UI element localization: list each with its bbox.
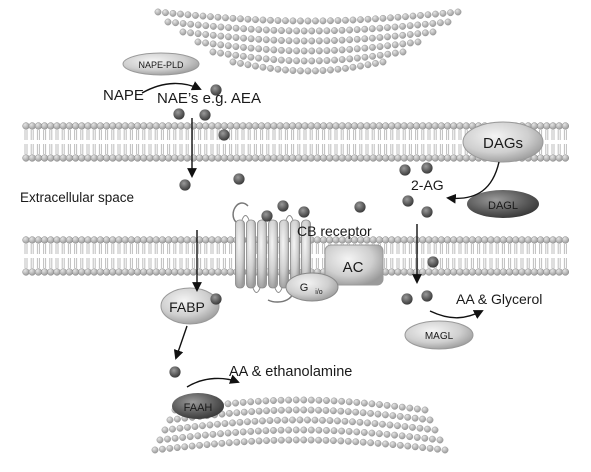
faah-enzyme: FAAH	[172, 393, 224, 419]
molecule	[179, 179, 191, 191]
extracellular-space-label: Extracellular space	[20, 190, 134, 205]
dags-label: DAGs	[483, 135, 523, 152]
molecule	[199, 109, 211, 121]
g-io-protein: G i/o	[285, 272, 339, 302]
arrows	[141, 81, 500, 388]
arrow-to-aa-ethanolamine	[186, 374, 240, 388]
dagl-label: DAGL	[488, 200, 518, 212]
dagl-enzyme: DAGL	[467, 190, 539, 218]
top-er-membrane	[154, 8, 462, 75]
fabp-enzyme: FABP	[160, 287, 220, 325]
molecules	[169, 84, 439, 378]
molecule	[298, 206, 310, 218]
dags-enzyme: DAGs	[462, 121, 544, 163]
aa-ethanolamine-label: AA & ethanolamine	[229, 364, 352, 380]
molecule	[233, 173, 245, 185]
arrow-to-aa-glycerol	[429, 310, 484, 319]
molecule	[173, 108, 185, 120]
molecule	[421, 290, 433, 302]
molecule	[427, 256, 439, 268]
cb-receptor-label: CB receptor	[297, 223, 372, 239]
g-io-subscript: i/o	[315, 289, 323, 296]
molecule	[210, 293, 222, 305]
magl-enzyme: MAGL	[404, 320, 474, 350]
faah-label: FAAH	[184, 402, 213, 414]
molecule	[354, 201, 366, 213]
nae-label: NAE’s e.g. AEA	[157, 90, 261, 107]
upper-membrane-bilayer	[22, 122, 570, 162]
two-ag-label: 2-AG	[411, 177, 444, 193]
ac-enzyme: AC	[324, 244, 384, 286]
arrow-dags-to-2ag	[446, 161, 500, 204]
molecule	[261, 210, 273, 222]
molecule	[169, 366, 181, 378]
magl-label: MAGL	[425, 331, 454, 342]
aa-glycerol-label: AA & Glycerol	[456, 291, 542, 307]
molecule	[218, 129, 230, 141]
nape-pld-label: NAPE-PLD	[138, 60, 184, 70]
molecule	[401, 293, 413, 305]
nape-pld-enzyme: NAPE-PLD	[122, 52, 200, 76]
molecule	[399, 164, 411, 176]
molecule	[210, 84, 222, 96]
nape-label: NAPE	[103, 87, 144, 104]
g-io-label: G	[300, 282, 309, 294]
fabp-label: FABP	[169, 299, 205, 315]
ac-label: AC	[343, 259, 364, 276]
molecule	[421, 162, 433, 174]
molecule	[277, 200, 289, 212]
arrow-nape-to-nae	[141, 81, 202, 94]
molecule	[421, 206, 433, 218]
molecule	[402, 195, 414, 207]
cb-receptor-shape	[232, 202, 311, 303]
arrow-fabp-down	[173, 325, 188, 360]
